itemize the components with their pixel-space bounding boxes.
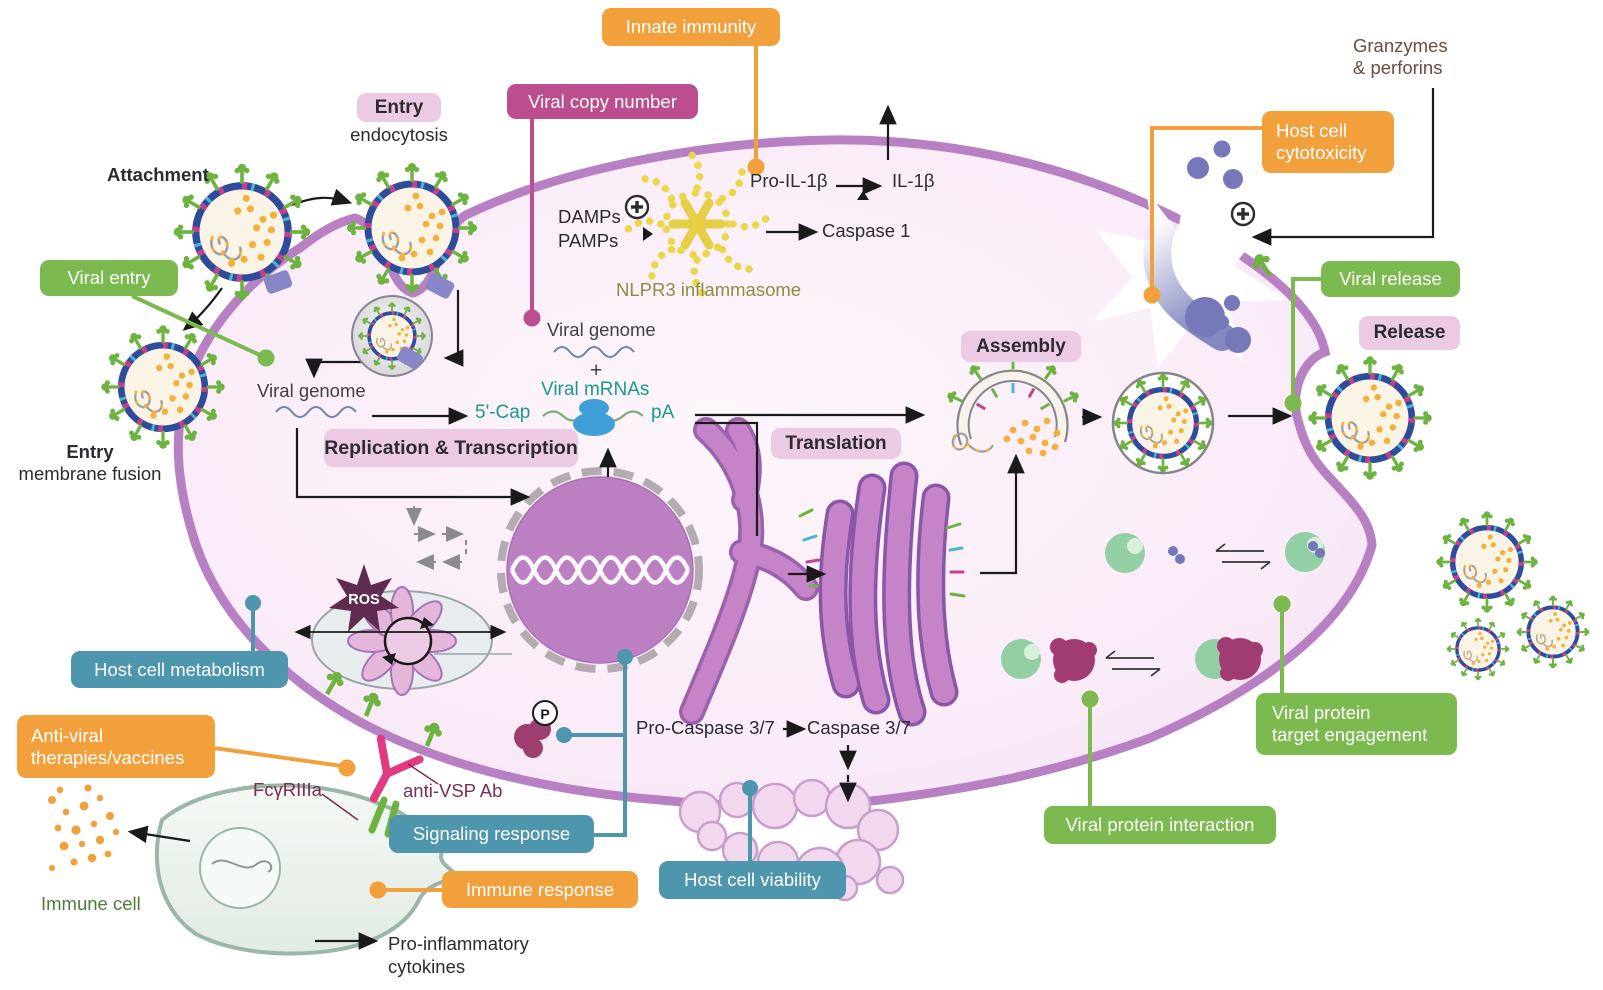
badge-viral-release: Viral release — [1321, 261, 1460, 297]
golgi — [818, 461, 966, 727]
endosome — [351, 295, 433, 377]
stage-badge-translation: Translation — [771, 428, 901, 459]
label-pro-inflammatory-cytokines: Pro-inflammatory cytokines — [388, 933, 529, 977]
badge-host-cell-viability: Host cell viability — [659, 861, 846, 899]
label-anti-vsp-ab: anti-VSP Ab — [403, 780, 503, 801]
label-il1b: IL-1β — [892, 170, 935, 191]
anti-vsp-antibody-icon — [369, 734, 424, 803]
label-pa: pA — [651, 402, 675, 423]
label-viral-mrnas: Viral mRNAs — [541, 379, 650, 400]
replication-cycle-icon — [406, 506, 467, 570]
label-caspase1: Caspase 1 — [822, 220, 911, 241]
badge-host-cell-metabolism: Host cell metabolism — [71, 651, 288, 688]
nlpr3-inflammasome-icon — [621, 148, 773, 300]
p-label: P — [540, 706, 549, 722]
assembly-capsid — [943, 351, 1083, 457]
label-pamps: PAMPs — [558, 230, 619, 251]
label-caspase37: Caspase 3/7 — [807, 717, 911, 738]
label-pro-il1b: Pro-IL-1β — [750, 170, 828, 191]
label-immune-cell: Immune cell — [41, 893, 141, 914]
plus-circle-icon — [624, 194, 1256, 227]
endoplasmic-reticulum — [679, 417, 825, 725]
badge-viral-copy-number: Viral copy number — [507, 84, 698, 119]
anti-vsp-pointer — [407, 763, 439, 785]
granzyme-particles — [1185, 140, 1251, 353]
rna-squiggles — [275, 346, 644, 436]
stage-badge-entry: Entry — [357, 93, 441, 122]
ros-label: ROS — [348, 592, 380, 608]
immune-cell — [154, 783, 462, 956]
virus-endocytosis — [347, 163, 477, 299]
dna-helix-icon — [509, 555, 691, 585]
target-engagement-icons — [1105, 532, 1325, 573]
virion-in-vesicle — [1113, 373, 1213, 473]
virus-extracellular — [1436, 511, 1589, 680]
virus-attachment — [174, 164, 311, 301]
label-pro-caspase37: Pro-Caspase 3/7 — [636, 717, 775, 738]
phospho-protein-icon: P — [514, 700, 558, 758]
stage-badge-replication: Replication & Transcription — [324, 429, 578, 467]
label-fcgriiia: FcγRIIIa — [253, 779, 322, 800]
label-damps: DAMPs — [558, 206, 621, 227]
label-attachment: Attachment — [107, 164, 209, 185]
nucleus — [497, 467, 703, 673]
badge-viral-entry: Viral entry — [40, 260, 178, 296]
label-nlpr3: NLPR3 inflammasome — [616, 279, 802, 300]
flow-arrows — [127, 88, 1435, 950]
badge-immune-response: Immune response — [442, 871, 638, 908]
label-5cap: 5'-Cap — [475, 402, 531, 423]
badge-signaling-response: Signaling response — [389, 815, 594, 853]
cleavage-arrowhead — [857, 191, 869, 200]
badge-viral-protein-interaction: Viral protein interaction — [1044, 806, 1276, 844]
label-endocytosis: endocytosis — [350, 124, 448, 145]
cytokine-dots — [48, 784, 120, 871]
fcgriiia-pointer — [321, 793, 359, 821]
ros-star-icon: ROS — [329, 564, 399, 632]
label-viral-genome-center: Viral genome — [547, 319, 656, 340]
damps-arrowhead — [643, 227, 653, 241]
stage-badge-release: Release — [1359, 316, 1460, 350]
label-granzymes-perforins: Granzymes & perforins — [1353, 35, 1448, 78]
label-plus: + — [590, 359, 603, 382]
label-viral-genome-left: Viral genome — [257, 380, 366, 401]
callout-connectors — [131, 45, 1321, 899]
badge-innate-immunity: Innate immunity — [602, 8, 780, 46]
virus-release — [1308, 356, 1432, 480]
ribosome-icon — [573, 412, 615, 436]
label-entry-membrane-fusion: Entry membrane fusion — [18, 441, 162, 485]
stage-badge-assembly: Assembly — [961, 331, 1081, 362]
protein-interaction-icons — [1001, 637, 1263, 683]
